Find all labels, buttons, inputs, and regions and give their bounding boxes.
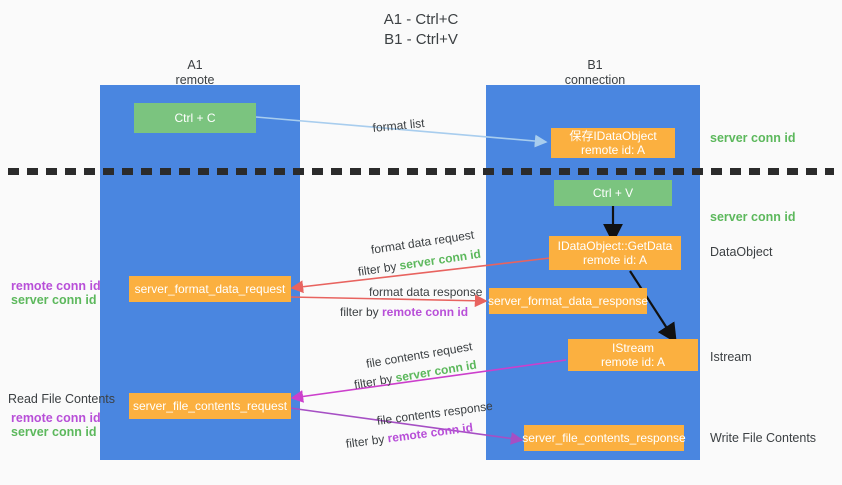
node-server-file-contents-response-label: server_file_contents_response	[522, 431, 686, 445]
right-label-server-conn-id-1: server conn id	[710, 131, 796, 145]
lane-header-b1-sub: connection	[564, 73, 626, 87]
edge-label-format-data-request-filter-prefix: filter by	[357, 258, 401, 279]
right-label-write-file-contents: Write File Contents	[710, 431, 817, 445]
left-label-remote-conn-id-2: remote conn id	[11, 411, 101, 425]
edge-label-format-data-response-filter-value: remote conn id	[382, 305, 469, 319]
page-title: A1 - Ctrl+C B1 - Ctrl+V	[0, 10, 842, 50]
edge-label-file-contents-response-filter: filter by remote conn id	[345, 420, 474, 452]
section-divider	[8, 168, 834, 175]
node-save-idataobject-sub: remote id: A	[580, 143, 646, 157]
node-ctrl-v-label: Ctrl + V	[592, 186, 634, 200]
edge-label-file-contents-response-filter-prefix: filter by	[345, 431, 389, 451]
edge-label-format-data-response-filter-prefix: filter by	[340, 305, 383, 319]
node-save-idataobject-label: 保存IDataObject	[569, 129, 657, 143]
node-istream-label: IStream	[611, 341, 654, 355]
lane-header-a1: A1 remote	[145, 58, 245, 88]
node-idataobject-getdata-sub: remote id: A	[582, 253, 648, 267]
node-server-format-data-request[interactable]: server_format_data_request	[129, 276, 291, 302]
node-istream-sub: remote id: A	[600, 355, 666, 369]
title-line-1: A1 - Ctrl+C	[383, 11, 459, 28]
node-idataobject-getdata-label: IDataObject::GetData	[557, 239, 673, 253]
node-istream[interactable]: IStream remote id: A	[568, 339, 698, 371]
right-label-istream: Istream	[710, 350, 752, 364]
lane-header-a1-name: A1	[187, 58, 203, 72]
node-idataobject-getdata[interactable]: IDataObject::GetData remote id: A	[549, 236, 681, 270]
node-server-format-data-response[interactable]: server_format_data_response	[487, 288, 649, 314]
node-ctrl-c-label: Ctrl + C	[174, 111, 216, 125]
node-ctrl-v[interactable]: Ctrl + V	[554, 180, 672, 206]
left-label-read-file-contents: Read File Contents	[8, 392, 116, 406]
right-label-dataobject: DataObject	[710, 245, 773, 259]
edge-label-format-list: format list	[372, 116, 426, 135]
node-server-format-data-response-label: server_format_data_response	[487, 294, 649, 308]
lane-header-a1-sub: remote	[175, 73, 215, 87]
left-label-server-conn-id-2: server conn id	[11, 425, 97, 439]
node-save-idataobject[interactable]: 保存IDataObject remote id: A	[551, 128, 675, 158]
node-server-file-contents-request-label: server_file_contents_request	[132, 399, 288, 413]
node-server-file-contents-response[interactable]: server_file_contents_response	[522, 425, 686, 451]
node-server-file-contents-request[interactable]: server_file_contents_request	[129, 393, 291, 419]
edge-label-format-data-response-filter: filter by remote conn id	[340, 305, 468, 320]
left-label-server-conn-id-1: server conn id	[11, 293, 97, 307]
left-label-remote-conn-id-1: remote conn id	[11, 279, 101, 293]
edge-label-file-contents-request-filter-prefix: filter by	[353, 371, 397, 392]
edge-label-format-data-response: format data response	[369, 285, 483, 299]
node-ctrl-c[interactable]: Ctrl + C	[134, 103, 256, 133]
right-label-server-conn-id-2: server conn id	[710, 210, 796, 224]
node-server-format-data-request-label: server_format_data_request	[134, 282, 286, 296]
lane-header-b1: B1 connection	[545, 58, 645, 88]
lane-header-b1-name: B1	[587, 58, 603, 72]
title-line-2: B1 - Ctrl+V	[384, 31, 458, 48]
